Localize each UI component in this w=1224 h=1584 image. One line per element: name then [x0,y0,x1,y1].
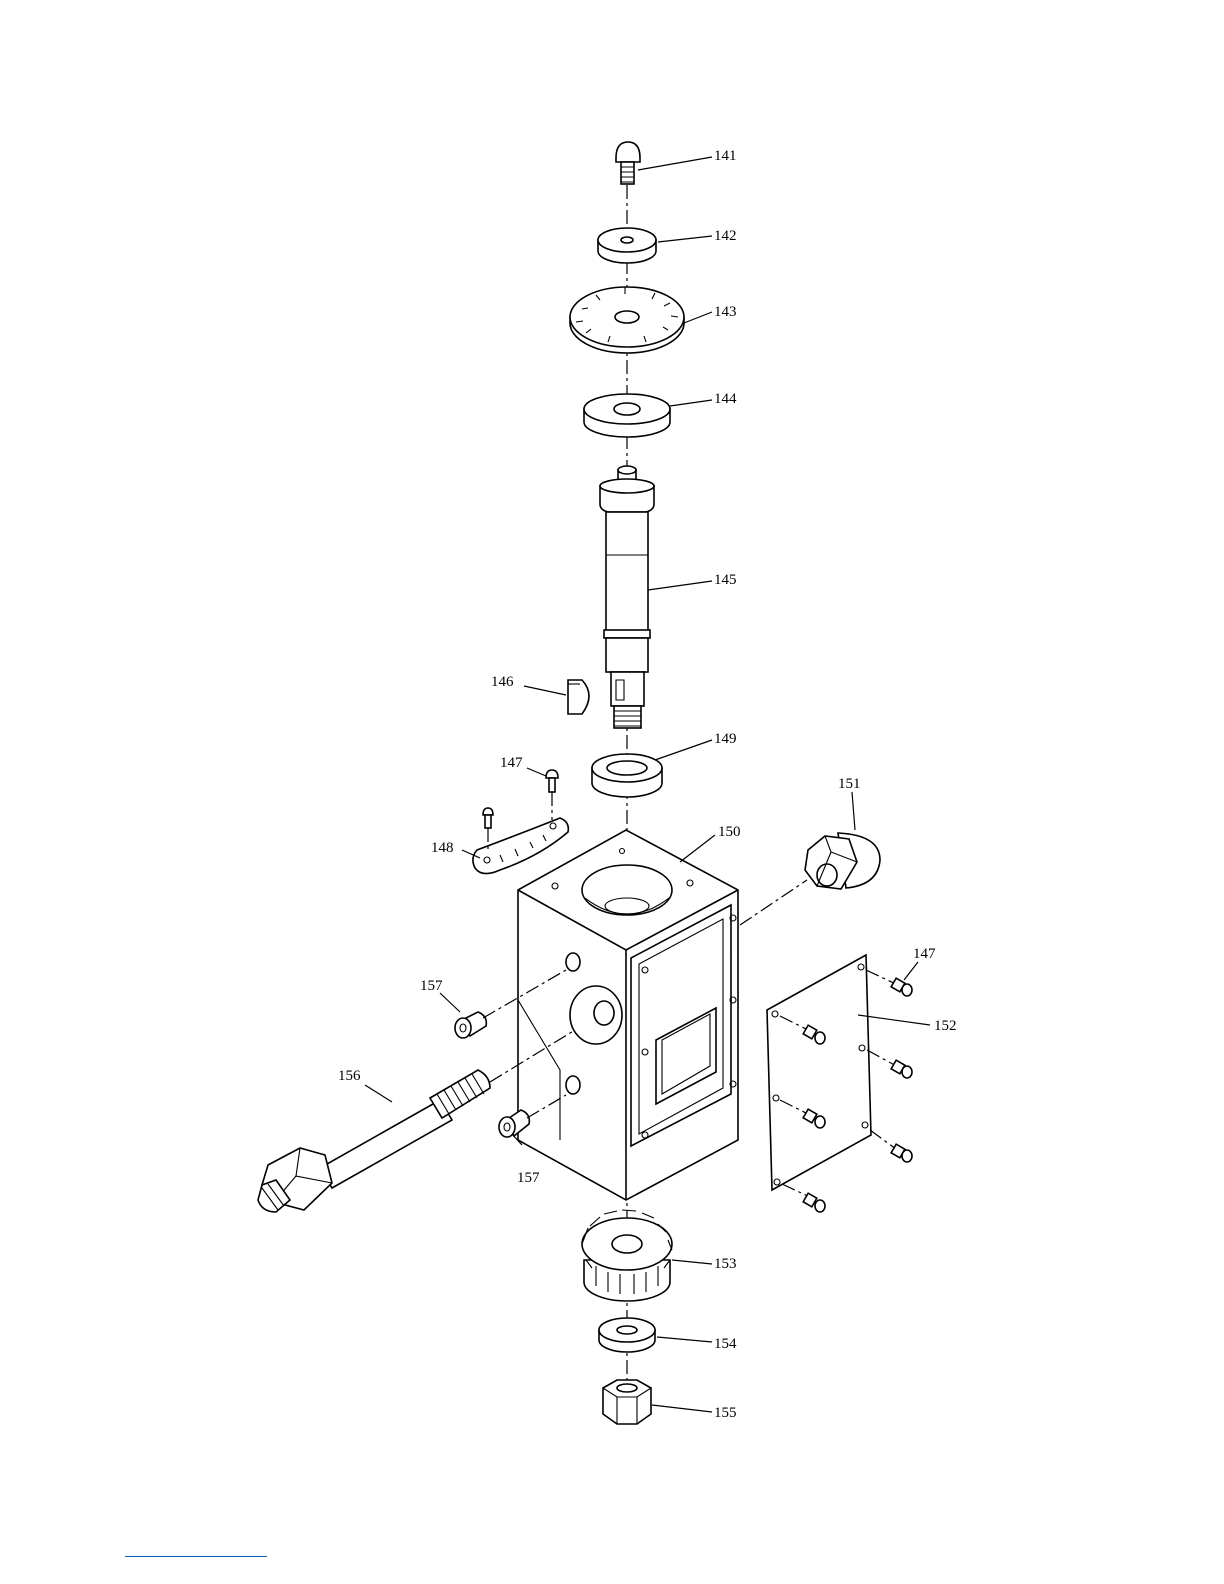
part-153-pinion-gear [582,1210,672,1301]
part-152-cover-plate [767,955,871,1190]
label-149: 149 [714,731,737,747]
part-148-scale-plate [473,808,568,874]
label-151: 151 [838,776,861,792]
part-154-washer [599,1318,655,1352]
part-141-knob-screw [616,142,640,184]
part-143-graduated-dial [570,287,684,353]
part-155-hex-nut [603,1380,651,1424]
label-146: 146 [491,674,514,690]
part-150-housing-block [518,830,738,1200]
label-153: 153 [714,1256,737,1272]
label-148: 148 [431,840,454,856]
part-147-pin-top [546,770,558,820]
label-152: 152 [934,1018,957,1034]
label-155: 155 [714,1405,737,1421]
label-141: 141 [714,148,737,164]
label-150: 150 [718,824,741,840]
part-149-bearing-collar [592,754,662,797]
part-145-spindle-shaft [600,466,654,728]
part-142-washer [598,228,656,263]
footer-rule [125,1556,267,1557]
part-146-woodruff-key [568,680,589,714]
part-151-cap-nut [740,833,880,925]
label-154: 154 [714,1336,737,1352]
label-157-lower: 157 [517,1170,540,1186]
label-157-upper: 157 [420,978,443,994]
label-145: 145 [714,572,737,588]
label-142: 142 [714,228,737,244]
part-144-collar [584,394,670,437]
label-156: 156 [338,1068,361,1084]
label-147-right: 147 [913,946,936,962]
label-143: 143 [714,304,737,320]
label-144: 144 [714,391,737,407]
label-147-top: 147 [500,755,523,771]
